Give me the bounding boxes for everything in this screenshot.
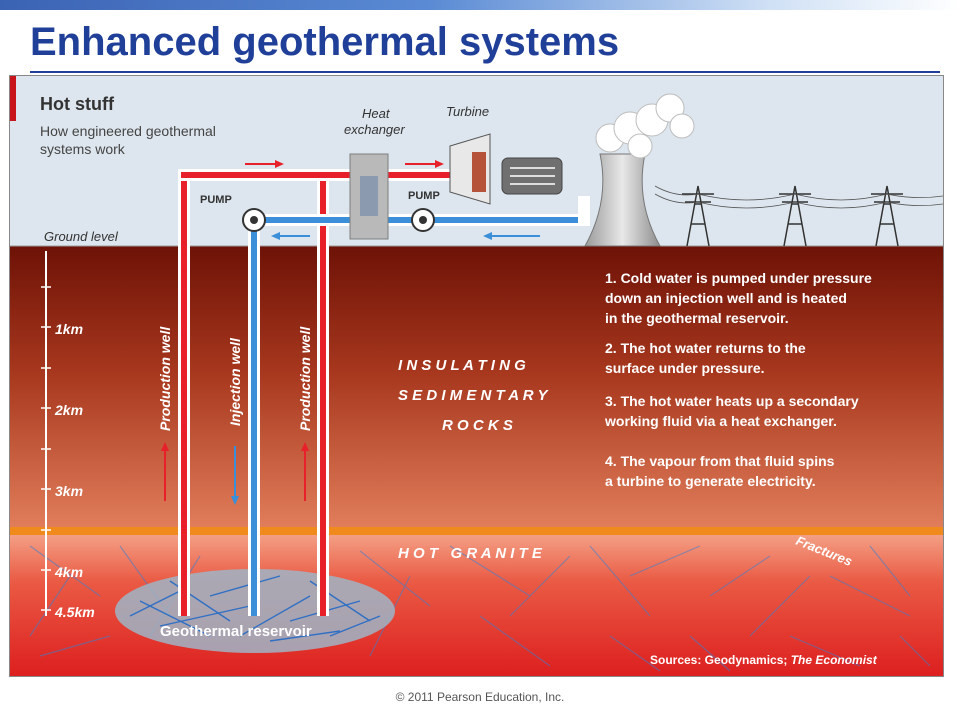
production-well-right: [317, 171, 329, 616]
insulating-line-3: R O C K S: [442, 417, 513, 434]
step-1-line-1: 1. Cold water is pumped under pressure: [605, 270, 872, 286]
heat-exchanger-label-2: exchanger: [344, 122, 405, 137]
depth-3km: 3km: [55, 483, 83, 499]
cooling-tower: [584, 153, 661, 247]
production-well-left-label: Production well: [157, 326, 173, 431]
sources-label: Sources: Geodynamics; The Economist: [650, 653, 878, 667]
step-3-line-1: 3. The hot water heats up a secondary: [605, 393, 859, 409]
step-1-line-2: down an injection well and is heated: [605, 290, 847, 306]
sources-prefix: Sources: Geodynamics;: [650, 653, 791, 667]
depth-1km: 1km: [55, 321, 83, 337]
slide-title: Enhanced geothermal systems: [30, 20, 620, 64]
pump-left-icon: [242, 208, 266, 232]
steam-cloud: [595, 93, 695, 159]
pylons: [682, 185, 903, 247]
steps-text: 1. Cold water is pumped under pressure d…: [604, 270, 872, 489]
figure-subtitle-line-2: systems work: [40, 141, 126, 157]
depth-4-5km: 4.5km: [54, 604, 95, 620]
step-2-line-1: 2. The hot water returns to the: [605, 340, 806, 356]
copyright-footer: © 2011 Pearson Education, Inc.: [395, 690, 565, 704]
orange-boundary: [10, 527, 943, 535]
turbine-label: Turbine: [446, 104, 489, 119]
step-1-line-3: in the geothermal reservoir.: [605, 310, 789, 326]
figure-subtitle-line-1: How engineered geothermal: [40, 123, 216, 139]
red-tab: [10, 76, 16, 121]
ground-level-label: Ground level: [44, 229, 119, 244]
hot-granite-label: H O T G R A N I T E: [398, 545, 543, 562]
depth-4km: 4km: [54, 564, 83, 580]
step-4-line-1: 4. The vapour from that fluid spins: [605, 453, 835, 469]
insulating-line-1: I N S U L A T I N G: [398, 357, 526, 374]
production-well-right-label: Production well: [297, 326, 313, 431]
step-4-line-2: a turbine to generate electricity.: [605, 473, 816, 489]
sources-italic: The Economist: [791, 653, 878, 667]
power-wires: [654, 185, 943, 209]
flow-arrows: [161, 160, 540, 505]
step-3-line-2: working fluid via a heat exchanger.: [604, 413, 837, 429]
heat-exchanger: [349, 153, 389, 240]
insulating-rocks-label: I N S U L A T I N G S E D I M E N T A R …: [398, 357, 549, 434]
top-accent-bar: [0, 0, 960, 10]
step-2-line-2: surface under pressure.: [605, 360, 765, 376]
generator: [501, 157, 563, 195]
injection-well-pipe: [248, 216, 260, 616]
turbine: [449, 133, 491, 205]
pump-left-label: PUMP: [200, 194, 232, 206]
title-rule: [30, 71, 940, 73]
production-well-left: [178, 171, 190, 616]
heat-exchanger-label-1: Heat: [362, 106, 391, 121]
insulating-line-2: S E D I M E N T A R Y: [398, 387, 549, 404]
pump-right-icon: [411, 208, 435, 232]
fracture-lines: [29, 545, 931, 672]
figure-heading: Hot stuff: [40, 94, 115, 114]
depth-labels: 1km 2km 3km 4km 4.5km: [54, 321, 95, 620]
injection-well-label: Injection well: [227, 337, 243, 426]
geothermal-diagram: 1km 2km 3km 4km 4.5km Hot stuff How engi…: [9, 75, 944, 677]
reservoir-label: Geothermal reservoir: [160, 623, 312, 640]
pump-right-label: PUMP: [408, 190, 440, 202]
depth-scale: [41, 251, 51, 616]
depth-2km: 2km: [54, 402, 83, 418]
